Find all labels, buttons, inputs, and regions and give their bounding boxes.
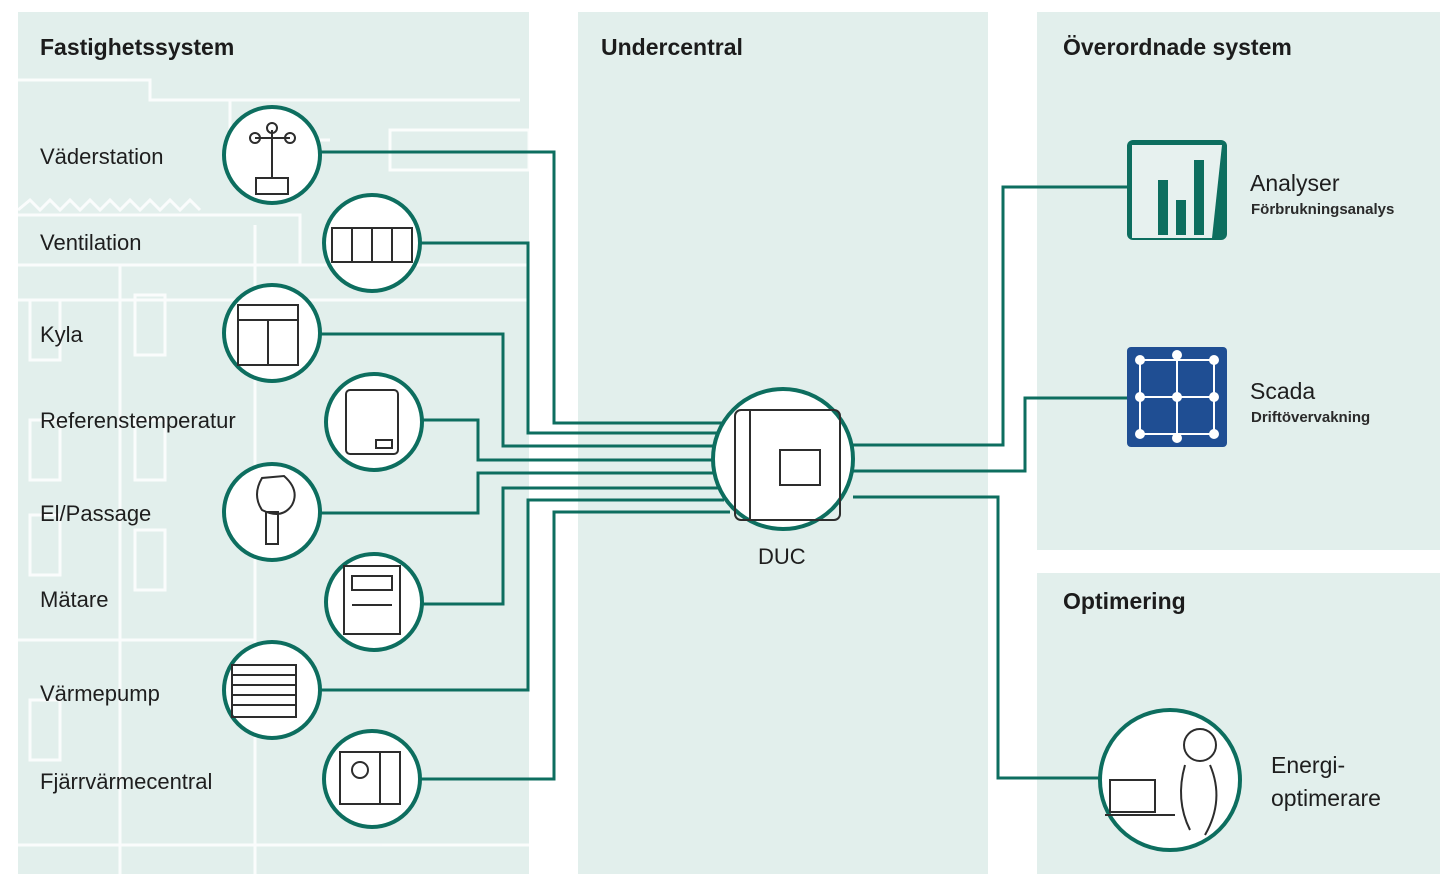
- optimizer-line2: optimerare: [1271, 785, 1381, 811]
- cooling-unit-icon: [222, 283, 322, 383]
- duc-label: DUC: [758, 544, 806, 569]
- panel-optimization: [1037, 573, 1440, 874]
- meter-icon: [324, 552, 424, 652]
- system-label-fjarrvarme: Fjärrvärmecentral: [40, 769, 213, 794]
- scada-subtitle: Driftövervakning: [1251, 409, 1371, 426]
- panel-title-optimization: Optimering: [1063, 588, 1186, 614]
- system-label-vaderstation: Väderstation: [40, 144, 164, 169]
- panel-title-superior-systems: Överordnade system: [1063, 34, 1292, 60]
- line-varmepump: [318, 498, 724, 692]
- line-kyla: [318, 332, 720, 448]
- optimizer-line1: Energi-: [1271, 752, 1346, 778]
- system-label-kyla: Kyla: [40, 322, 83, 347]
- panel-title-building-systems: Fastighetssystem: [40, 34, 235, 60]
- line-optimizer: [853, 495, 1100, 780]
- line-vaderstation: [318, 150, 730, 425]
- energy-optimizer-person-icon: [1098, 708, 1242, 852]
- analysis-chart-icon: [1127, 140, 1227, 240]
- line-fjarrvarme: [420, 510, 730, 781]
- line-scada: [853, 396, 1127, 473]
- line-matare: [422, 486, 720, 606]
- line-analyser: [850, 185, 1127, 447]
- scada-title: Scada: [1250, 378, 1316, 404]
- panel-superior-systems: [1037, 12, 1440, 550]
- line-ventilation: [418, 241, 724, 435]
- system-label-referenstemperatur: Referenstemperatur: [40, 408, 236, 433]
- analysis-subtitle: Förbrukningsanalys: [1251, 201, 1395, 218]
- system-label-ventilation: Ventilation: [40, 230, 142, 255]
- system-label-varmepump: Värmepump: [40, 681, 160, 706]
- analysis-title: Analyser: [1250, 170, 1340, 196]
- line-el-passage: [318, 471, 716, 515]
- system-label-el-passage: El/Passage: [40, 501, 152, 526]
- system-label-matare: Mätare: [40, 587, 109, 612]
- line-referenstemperatur: [420, 418, 716, 462]
- panel-title-substation: Undercentral: [601, 34, 743, 60]
- scada-network-icon: [1127, 347, 1227, 447]
- duc-controller-icon: [711, 387, 855, 531]
